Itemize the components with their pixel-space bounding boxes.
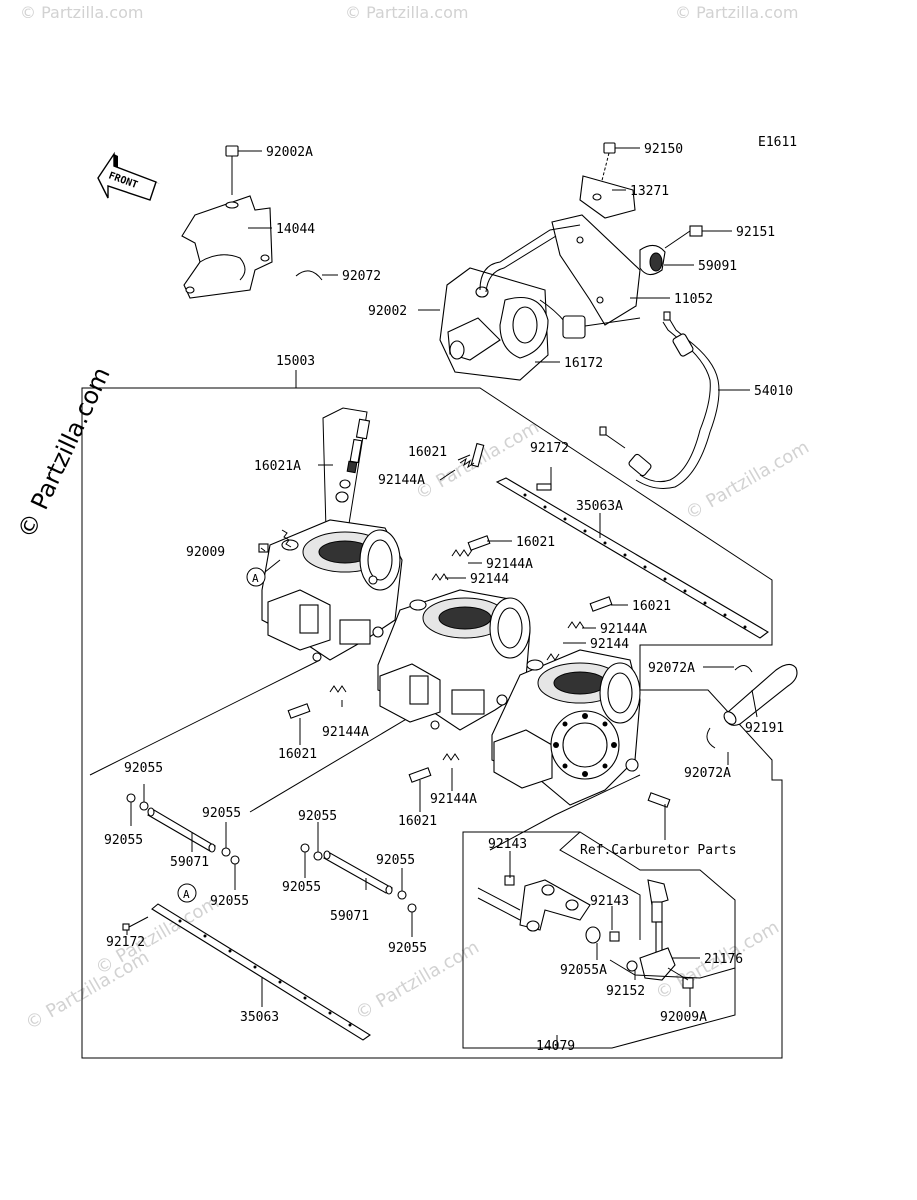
leader-lines [126, 147, 750, 1048]
watermarks: © Partzilla.com © Partzilla.com © Partzi… [20, 3, 813, 1034]
part-label: 35063 [240, 1010, 279, 1025]
part-label: 59071 [170, 855, 209, 870]
part-label: 92055 [104, 833, 143, 848]
carburetor-1 [258, 519, 403, 662]
part-label: 92055 [298, 809, 337, 824]
watermark: © Partzilla.com [345, 3, 468, 22]
part-label: 16021 [516, 535, 555, 550]
part-label: 59071 [330, 909, 369, 924]
watermark: © Partzilla.com [675, 3, 798, 22]
part-label: 92172 [530, 441, 569, 456]
part-label: 92143 [488, 837, 527, 852]
motor-assembly-16172 [439, 142, 720, 489]
part-label: 92009A [660, 1010, 707, 1025]
part-label: 92002 [368, 304, 407, 319]
part-label: 11052 [674, 292, 713, 307]
part-label: 16021 [278, 747, 317, 762]
part-label: 92172 [106, 935, 145, 950]
part-label: 54010 [754, 384, 793, 399]
choke-linkage-14079 [477, 875, 736, 989]
watermark: © Partzilla.com [20, 3, 143, 22]
part-labels: 92002A 14044 92072 15003 92150 13271 921… [104, 142, 793, 1054]
part-label: 21176 [704, 952, 743, 967]
shaft-59071-left [126, 793, 240, 865]
part-label: 92055 [124, 761, 163, 776]
bracket-14044 [181, 145, 323, 299]
callout-a-bottom: A [177, 883, 197, 903]
part-label: 15003 [276, 354, 315, 369]
part-label: 16021 [398, 814, 437, 829]
part-label: 92055A [560, 963, 607, 978]
part-label: 16021 [408, 445, 447, 460]
diagram-code: E1611 [758, 135, 797, 150]
part-label: 14044 [276, 222, 315, 237]
assembly-outline-15003 [81, 387, 783, 1059]
part-label: 92072A [684, 766, 731, 781]
shaft-59071-right [300, 843, 417, 913]
subassembly-outline-14079 [462, 831, 736, 1049]
part-label: 14079 [536, 1039, 575, 1054]
part-label: 92144A [430, 792, 477, 807]
part-label: 92152 [606, 984, 645, 999]
adjust-screws [287, 442, 671, 808]
part-label: 92144 [470, 572, 509, 587]
part-label: 92144 [590, 637, 629, 652]
carburetor-3 [491, 649, 641, 806]
ref-carburetor-parts-note: Ref.Carburetor Parts [580, 843, 737, 858]
part-label: 16172 [564, 356, 603, 371]
part-label: 35063A [576, 499, 623, 514]
part-label: 92002A [266, 145, 313, 160]
watermark: © Partzilla.com [682, 437, 813, 525]
part-label: 16021A [254, 459, 301, 474]
part-label: 92009 [186, 545, 225, 560]
callout-a-label: A [252, 572, 259, 585]
partzilla-brand-text: © Partzilla.com [12, 363, 116, 543]
hose-92191 [706, 663, 798, 749]
callout-a-label: A [183, 888, 190, 901]
part-label: 92055 [202, 806, 241, 821]
front-arrow-icon: FRONT [97, 151, 160, 201]
link-rod-35063A [495, 477, 769, 639]
part-label: 92055 [282, 880, 321, 895]
carburetor-2 [377, 589, 531, 731]
part-label: 92144A [486, 557, 533, 572]
part-label: 13271 [630, 184, 669, 199]
part-label: 92055 [388, 941, 427, 956]
part-label: 92072 [342, 269, 381, 284]
callout-a-top: A [246, 559, 281, 587]
part-label: 92144A [322, 725, 369, 740]
part-label: 92191 [745, 721, 784, 736]
part-label: 92143 [590, 894, 629, 909]
jet-assembly-16021A [322, 407, 371, 531]
part-label: 92055 [210, 894, 249, 909]
part-label: 92151 [736, 225, 775, 240]
part-label: 92144A [600, 622, 647, 637]
part-label: 92072A [648, 661, 695, 676]
link-rod-35063 [122, 903, 371, 1041]
part-label: 59091 [698, 259, 737, 274]
part-label: 92144A [378, 473, 425, 488]
part-label: 92055 [376, 853, 415, 868]
part-label: 92150 [644, 142, 683, 157]
part-label: 16021 [632, 599, 671, 614]
